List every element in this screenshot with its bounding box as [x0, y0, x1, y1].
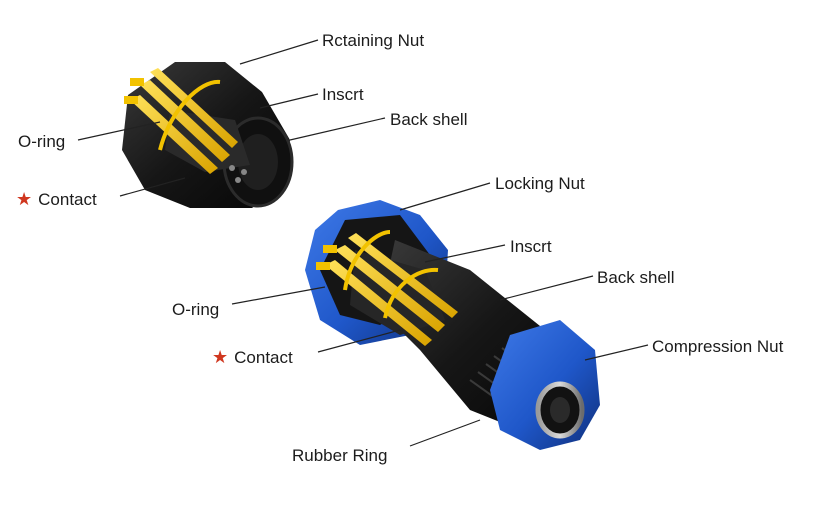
label-bottom-insert: Inscrt — [510, 237, 552, 256]
top-contacts — [124, 68, 238, 174]
label-bottom-locking-nut: Locking Nut — [495, 174, 585, 193]
label-top-insert: Inscrt — [322, 85, 364, 104]
star-icon: ★ — [212, 347, 229, 367]
label-top-back-shell: Back shell — [390, 110, 468, 129]
label-top-o-ring: O-ring — [18, 132, 66, 151]
label-top-contact: Contact — [38, 190, 97, 209]
label-bottom-o-ring: O-ring — [172, 300, 220, 319]
top-o-ring — [158, 79, 221, 151]
bottom-connector — [305, 200, 600, 450]
label-top-retaining-nut: Rctaining Nut — [322, 31, 425, 50]
bottom-o-ring-2 — [383, 267, 439, 319]
label-bottom-compression-nut: Compression Nut — [652, 337, 784, 356]
leader-lines — [77, 39, 649, 447]
label-bottom-back-shell: Back shell — [597, 268, 675, 287]
bottom-contacts — [316, 233, 458, 346]
label-bottom-contact-wrapper: ★ Contact — [212, 348, 293, 366]
label-top-contact-wrapper: ★ Contact — [16, 190, 97, 208]
bottom-o-ring-1 — [343, 230, 391, 291]
star-icon: ★ — [16, 189, 33, 209]
top-connector — [122, 62, 294, 208]
label-bottom-rubber-ring: Rubber Ring — [292, 446, 388, 465]
label-bottom-contact: Contact — [234, 348, 293, 367]
